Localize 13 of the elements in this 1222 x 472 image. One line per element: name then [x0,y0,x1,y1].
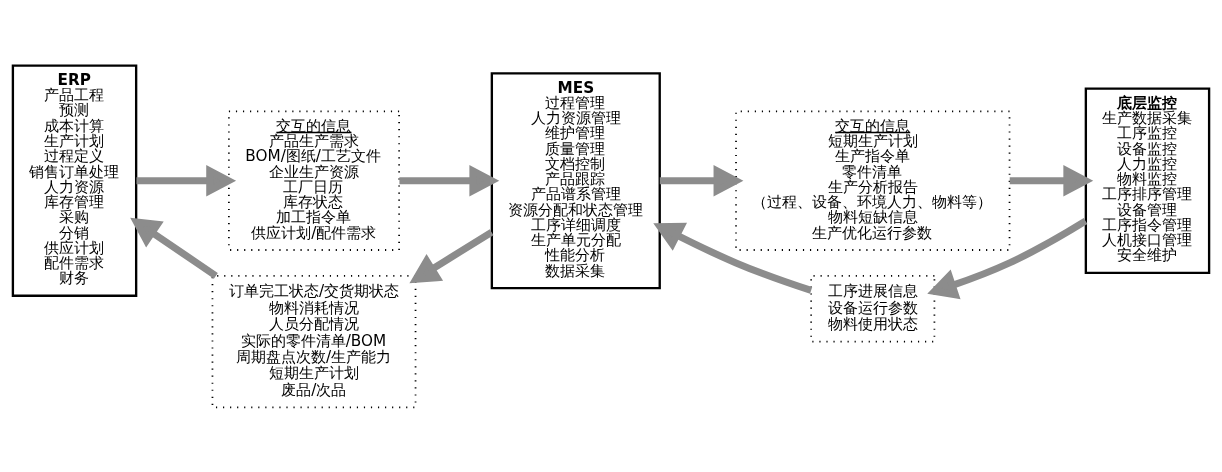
arrow [409,228,494,283]
node-box: 订单完工状态/交货期状态 物料消耗情况 人员分配情况 实际的零件清单/BOM 周期盘点次数/生产能力 短期生产计划 废品/次品 [211,274,417,408]
arrow [659,164,744,196]
arrow [653,222,813,294]
node-box: 底层监控 生产数据采集 工序监控 设备监控 人力监控 物料监控 工序排序管理 设备管理 工序指令管理 人机接口管理 安全维护 [1084,86,1211,274]
node-box: 工序进展信息 设备运行参数 物料使用状态 [810,274,936,342]
node-box: 交互的信息 产品生产需求 BOM/图纸/工艺文件 企业生产资源 工厂日历 库存状态 加工指令单 供应计划/配件需求 [228,110,400,251]
arrow [1009,164,1094,196]
arrow [130,217,218,279]
arrow [927,217,1088,299]
node-box: 交互的信息 短期生产计划 生产指令单 零件清单 生产分析报告 （过程、设备、环境人力、物料等） 物料短缺信息 生产优化运行参数 [735,110,1011,251]
node-box: ERP 产品工程 预测 成本计算 生产计划 过程定义 销售订单处理 人力资源 库存管理 采购 分销 供应计划 配件需求 财务 [11,64,138,297]
node-box: MES 过程管理 人力资源管理 维护管理 质量管理 文档控制 产品跟踪 产品谱系管理 资源分配和状态管理 工序详细调度 生产单元分配 性能分析 数据采集 [490,71,661,289]
